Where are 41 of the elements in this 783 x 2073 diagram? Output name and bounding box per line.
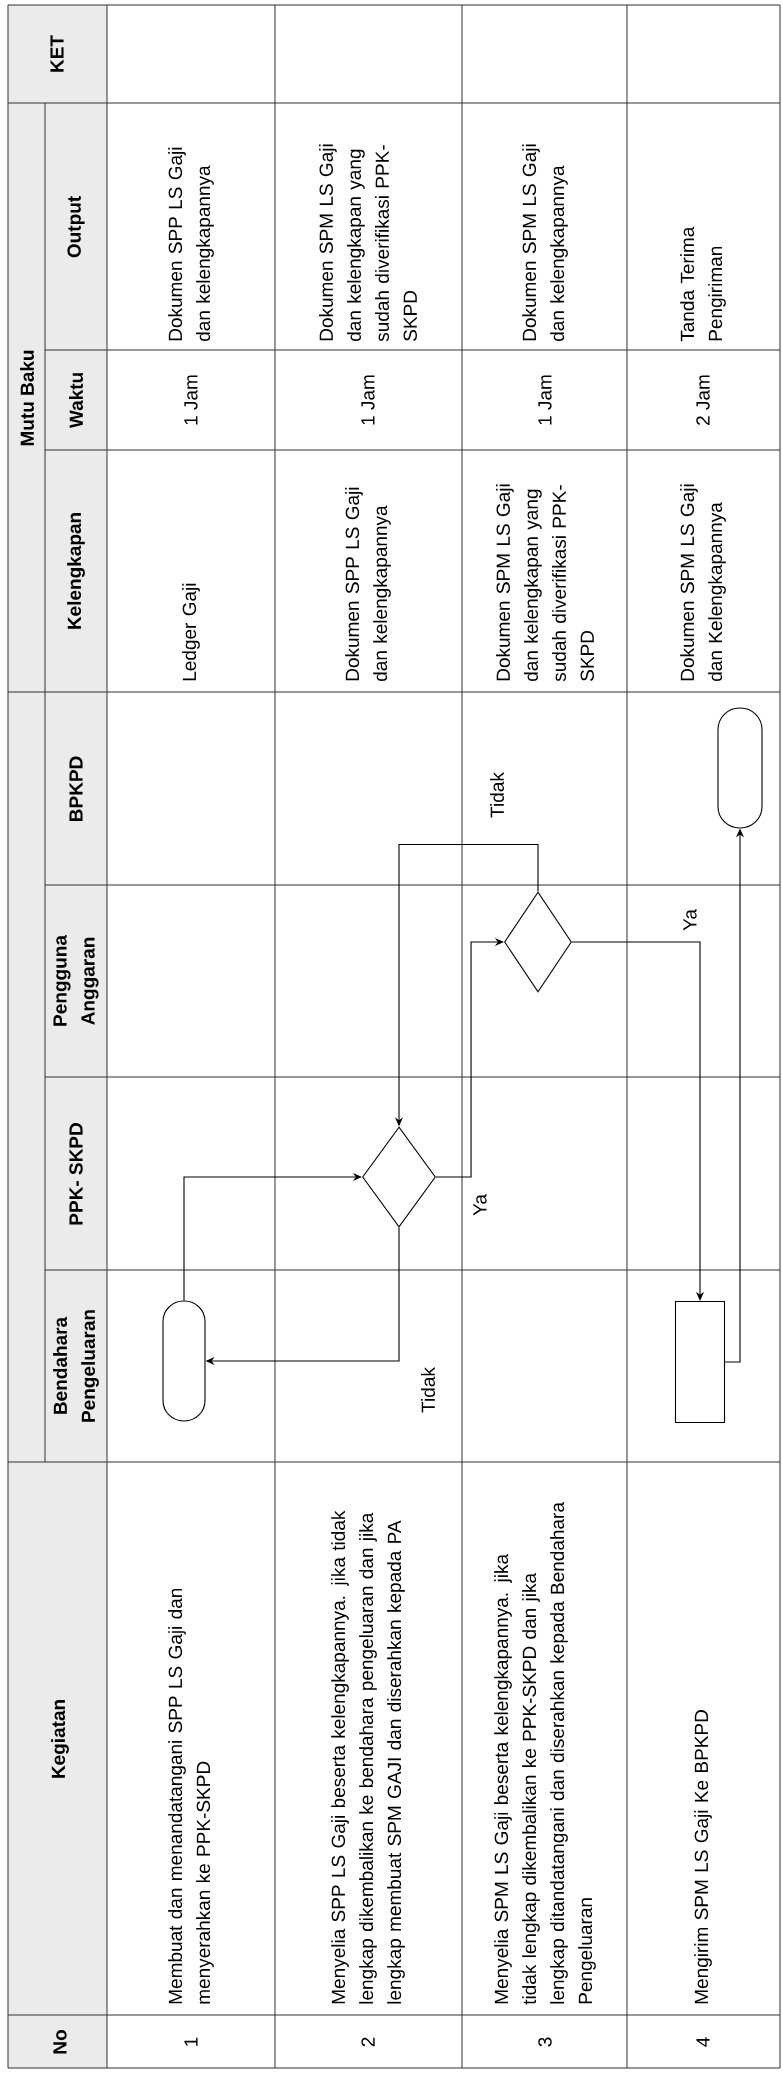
duration-text: 1 Jam: [361, 375, 375, 425]
edge-label: Ya: [472, 1193, 488, 1217]
decision-diamond: [362, 1126, 436, 1228]
column-header: Bendahara Pengeluaran: [53, 1310, 99, 1422]
column-header: Kelengkapan: [67, 513, 85, 629]
row-number: 2: [361, 2037, 375, 2047]
activity-description: Membuat dan menandatangani SPP LS Gaji dan menyerahkan ke PPK-SKPD: [168, 1588, 214, 2004]
edge-label: Tidak: [420, 1366, 436, 1414]
output-text: Tanda Terima Pengiriman: [680, 226, 726, 342]
requirement-text: Ledger Gaji: [182, 583, 200, 681]
column-header: BPKPD: [69, 756, 83, 821]
row-number: 3: [538, 2037, 552, 2047]
output-text: Dokumen SPM LS Gaji dan kelengkapan yang sudah diverifikasi PPK-SKPD: [319, 144, 417, 342]
requirement-text: Dokumen SPM LS Gaji dan Kelengkapannya: [680, 484, 726, 681]
activity-description: Menyelia SPP LS Gaji beserta kelengkapannya. jika tidak lengkap dikembalikan ke bendahara pengeluaran dan jika lengkap membuat SPM GAJI dan diserahkan kepada PA: [331, 1510, 405, 2004]
requirement-text: Dokumen SPP LS Gaji dan kelengkapannya: [345, 487, 391, 681]
row-number: 4: [696, 2037, 710, 2047]
column-header: Waktu: [69, 373, 83, 429]
column-header: Output: [67, 196, 85, 258]
row-number: 1: [184, 2037, 198, 2046]
column-header: No: [53, 2030, 67, 2054]
activity-description: Mengirim SPM LS Gaji Ke BPKPD: [694, 1710, 712, 2004]
arrow: [183, 1172, 362, 1301]
duration-text: 2 Jam: [696, 375, 710, 425]
edge-label: Tidak: [489, 771, 505, 819]
activity-description: Menyelia SPM LS Gaji beserta kelengkapannya. jika tidak lengkap dikembalikan ke PPK-SKPD dan jika lengkap ditandatangani dan diserahkan kepada Bendahara Pengeluaran: [494, 1502, 596, 2005]
arrow: [571, 941, 705, 1301]
output-text: Dokumen SPM LS Gaji dan kelengkapannya: [522, 144, 568, 341]
column-header: Mutu Baku: [20, 350, 34, 446]
column-header: PPK- SKPD: [69, 1123, 83, 1225]
arrow: [435, 937, 504, 1178]
decision-diamond: [504, 891, 572, 993]
output-text: Dokumen SPP LS Gaji dan kelengkapannya: [168, 147, 214, 341]
requirement-text: Dokumen SPM LS Gaji dan kelengkapan yang sudah diverifikasi PPK-SKPD: [496, 484, 594, 682]
column-header: Kegiatan: [51, 1700, 69, 1778]
column-header: KET: [50, 35, 64, 72]
edge-label: Ya: [682, 908, 698, 932]
process-box: [674, 1300, 726, 1424]
duration-text: 1 Jam: [184, 375, 198, 425]
duration-text: 1 Jam: [538, 375, 552, 425]
column-header: Pengguna Anggaran: [53, 934, 99, 1026]
